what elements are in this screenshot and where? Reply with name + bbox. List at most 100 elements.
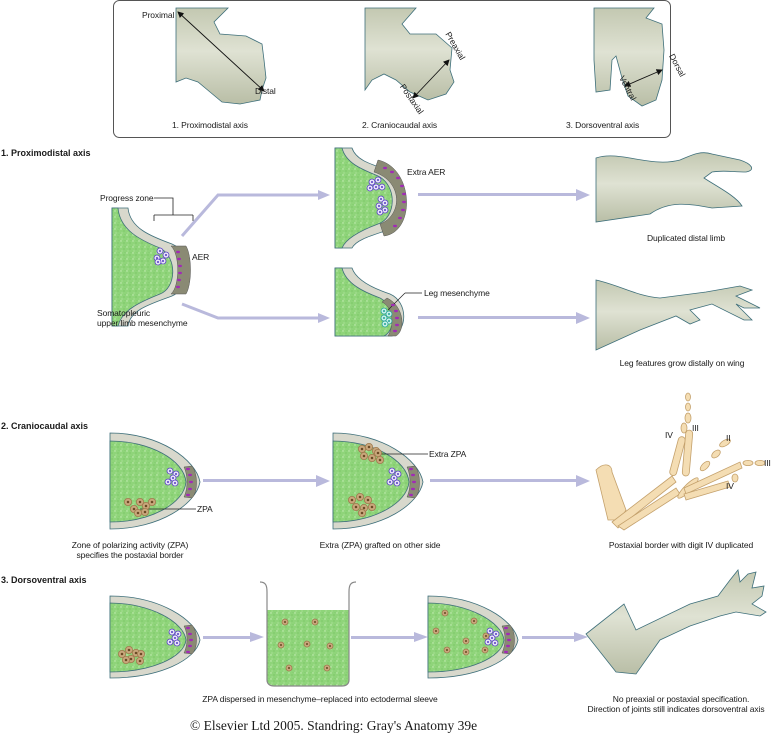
progress-zone-cell [173, 639, 181, 647]
label-distal: Distal [255, 86, 276, 96]
label-proximal: Proximal [142, 10, 175, 20]
arrow-head [318, 313, 330, 323]
progress-zone-cell [394, 470, 402, 478]
zpa-cell [136, 650, 145, 659]
cell-clusters [118, 166, 511, 672]
caption-zpa-2: specifies the postaxial border [76, 550, 184, 560]
progress-zone-cell [484, 638, 492, 646]
aer-cell-nucleus [411, 473, 415, 477]
aer-cell-nucleus [412, 480, 416, 484]
arrows-row3 [203, 632, 588, 642]
zpa-cell [125, 646, 134, 655]
progress-zone-cell [156, 247, 164, 255]
zpa-cell [470, 617, 478, 625]
caption-no-specification-2: Direction of joints still indicates dors… [587, 704, 765, 714]
zpa-cell [482, 632, 490, 640]
overview-caption-craniocaudal: 2. Craniocaudal axis [362, 120, 438, 130]
limb-bud-donor [109, 595, 201, 679]
zpa-cell [359, 451, 368, 460]
digit-label-iii-top: III [692, 423, 699, 433]
overview-limb-craniocaudal [364, 7, 455, 101]
progress-zone-cell [488, 634, 496, 642]
copyright: © Elsevier Ltd 2005. Standring: Gray's A… [190, 718, 478, 733]
aer-cell-nucleus [394, 309, 398, 313]
aer-cell-nucleus [409, 467, 413, 471]
aer-cell-nucleus [189, 638, 193, 642]
aer-cell-nucleus [402, 192, 406, 196]
zpa-cell [133, 508, 142, 517]
aer-cell-nucleus [395, 323, 399, 327]
zpa-cell [285, 664, 293, 672]
zpa-cell [367, 453, 376, 462]
progress-zone-cell [168, 628, 176, 636]
section-title-proximodistal: 1. Proximodistal axis [1, 148, 91, 158]
aer-cell-nucleus [504, 650, 508, 654]
zpa-cell [363, 495, 372, 504]
zpa-cell [357, 444, 366, 453]
duplicated-distal-limb [595, 152, 753, 223]
arrows-row2 [203, 475, 590, 487]
zpa-cell [140, 507, 149, 516]
section-title-craniocaudal: 2. Craniocaudal axis [1, 421, 89, 431]
caption-duplicated-distal-limb: Duplicated distal limb [646, 233, 726, 243]
limb-bud-zpa [109, 432, 201, 530]
digit-label-ii: II [726, 433, 731, 443]
progress-zone-cell [169, 474, 177, 482]
label-progress-zone: Progress zone [100, 193, 154, 203]
zpa-cell [373, 448, 382, 457]
progress-zone-cell [393, 479, 401, 487]
progress-zone-cell [166, 638, 174, 646]
aer-cell-nucleus [383, 166, 387, 170]
aer-cell-nucleus [188, 632, 192, 636]
caption-digit-iv-duplicated: Postaxial border with digit IV duplicate… [608, 540, 754, 550]
aer-cell-nucleus [506, 632, 510, 636]
zpa-cell [135, 497, 144, 506]
zpa-cell [303, 640, 311, 648]
progress-zone-cell [374, 176, 382, 184]
limb-bud-recombinant [427, 595, 519, 679]
zpa-cell [118, 650, 127, 659]
arrows-row1 [418, 189, 590, 324]
aer-cell-nucleus [398, 216, 402, 220]
aer-cell-nucleus [177, 278, 181, 282]
zpa-cell [347, 495, 356, 504]
progress-zone-cell [386, 478, 394, 486]
aer-cell-nucleus [396, 176, 400, 180]
zpa-cell [122, 656, 131, 665]
leg-mesenchyme-cell [380, 314, 388, 322]
aer-cell-nucleus [188, 487, 192, 491]
aer-cell-nucleus [188, 644, 192, 648]
caption-leg-features: Leg features grow distally on wing [619, 358, 745, 368]
progress-zone-cell [372, 183, 380, 191]
zpa-cell [124, 497, 133, 506]
label-aer: AER [192, 252, 210, 262]
label-somatopleuric-1: Somatopleuric [97, 308, 151, 318]
aer-cell-nucleus [188, 473, 192, 477]
progress-zone-cell [491, 639, 499, 647]
aer-cell-nucleus [411, 487, 415, 491]
zpa-cell [281, 618, 289, 626]
progress-zone-cell [166, 467, 174, 475]
progress-zone-cell [164, 478, 172, 486]
aer-cell-nucleus [506, 644, 510, 648]
zpa-cell [367, 502, 376, 511]
caption-no-specification-1: No preaxial or postaxial specification. [612, 694, 750, 704]
progress-zone-cell [376, 208, 384, 216]
aer-cell-nucleus [189, 480, 193, 484]
overview-caption-proximodistal: 1. Proximodistal axis [172, 120, 248, 130]
zpa-cell [462, 637, 470, 645]
progress-zone-cell [378, 183, 386, 191]
leg-mesenchyme-leader [387, 292, 406, 311]
progress-zone-cell [390, 474, 398, 482]
label-extra-aer: Extra AER [407, 167, 446, 177]
progress-zone-cell [154, 258, 162, 266]
aer-cell-nucleus [393, 329, 397, 333]
zpa-cell [481, 646, 489, 654]
culture-dish [259, 581, 357, 687]
caption-zpa-dispersed: ZPA dispersed in mesenchyme–replaced int… [202, 694, 438, 704]
branch-lines [180, 193, 318, 320]
digit-label-iii-right: III [764, 458, 771, 468]
arrow-head [318, 190, 330, 200]
aer-cell-nucleus [393, 224, 397, 228]
